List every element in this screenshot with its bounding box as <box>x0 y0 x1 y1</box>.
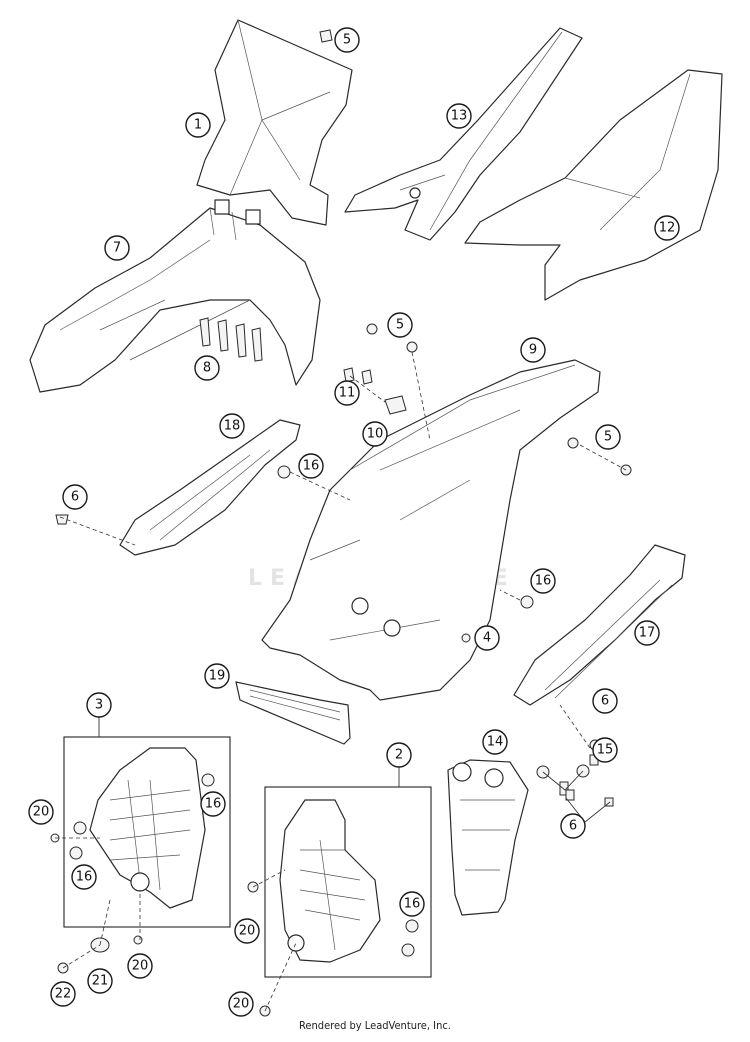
callout-5-top[interactable]: 5 <box>334 27 360 53</box>
callout-3[interactable]: 3 <box>86 692 112 718</box>
part-7-front-fender[interactable] <box>29 199 321 393</box>
svg-text:11: 11 <box>339 386 356 401</box>
callout-16-c[interactable]: 16 <box>200 791 226 817</box>
svg-text:16: 16 <box>205 797 222 812</box>
svg-text:14: 14 <box>487 735 504 750</box>
part-16-grommets[interactable] <box>69 465 534 957</box>
svg-text:5: 5 <box>604 430 612 445</box>
callout-20-c[interactable]: 20 <box>234 918 260 944</box>
svg-text:3: 3 <box>95 698 103 713</box>
svg-text:19: 19 <box>209 669 226 684</box>
svg-text:8: 8 <box>203 361 211 376</box>
callout-18[interactable]: 18 <box>219 413 245 439</box>
callout-5-right[interactable]: 5 <box>595 424 621 450</box>
part-17-side-panel-right[interactable] <box>513 544 686 706</box>
svg-text:16: 16 <box>303 459 320 474</box>
svg-text:20: 20 <box>132 959 149 974</box>
part-15-hardware[interactable] <box>536 764 614 807</box>
part-8-fender-screws[interactable] <box>199 317 263 362</box>
svg-text:22: 22 <box>55 987 72 1002</box>
part-5-screws[interactable] <box>366 323 632 476</box>
part-3-radiator-cover-left[interactable] <box>89 747 206 909</box>
callout-13[interactable]: 13 <box>446 103 472 129</box>
svg-text:16: 16 <box>404 897 421 912</box>
callout-14[interactable]: 14 <box>482 729 508 755</box>
callout-4[interactable]: 4 <box>474 625 500 651</box>
callout-20-b[interactable]: 20 <box>127 953 153 979</box>
callout-20-d[interactable]: 20 <box>228 991 254 1017</box>
svg-text:7: 7 <box>113 241 121 256</box>
callout-5-mid[interactable]: 5 <box>387 312 413 338</box>
svg-text:10: 10 <box>367 427 384 442</box>
svg-text:1: 1 <box>194 118 202 133</box>
callout-16-b[interactable]: 16 <box>530 568 556 594</box>
part-3-frame <box>63 736 231 928</box>
svg-text:5: 5 <box>343 33 351 48</box>
svg-text:16: 16 <box>535 574 552 589</box>
part-18-side-panel-left[interactable] <box>119 419 301 556</box>
leader-lines <box>55 351 627 1012</box>
callout-7[interactable]: 7 <box>104 235 130 261</box>
svg-text:20: 20 <box>33 805 50 820</box>
svg-text:18: 18 <box>224 419 241 434</box>
svg-text:6: 6 <box>601 694 609 709</box>
callout-1[interactable]: 1 <box>185 112 211 138</box>
part-2-frame <box>264 786 432 978</box>
part-19-mud-flap[interactable] <box>235 681 351 745</box>
part-12-side-cover-right[interactable] <box>464 69 723 301</box>
svg-text:6: 6 <box>71 490 79 505</box>
part-2-radiator-cover-right[interactable] <box>279 799 381 963</box>
callout-6-lower[interactable]: 6 <box>560 813 586 839</box>
part-5-screw-top[interactable] <box>319 29 333 43</box>
callout-17[interactable]: 17 <box>634 620 660 646</box>
part-13-side-cover-left[interactable] <box>344 27 583 241</box>
svg-text:20: 20 <box>239 924 256 939</box>
callout-22[interactable]: 22 <box>50 981 76 1007</box>
callout-20-a[interactable]: 20 <box>28 799 54 825</box>
part-9-rear-fender[interactable] <box>261 359 601 701</box>
svg-text:17: 17 <box>639 626 656 641</box>
part-1-number-plate[interactable] <box>196 19 353 226</box>
svg-text:20: 20 <box>233 997 250 1012</box>
callout-8[interactable]: 8 <box>194 355 220 381</box>
part-10-bracket[interactable] <box>384 395 407 415</box>
svg-text:9: 9 <box>529 343 537 358</box>
svg-text:5: 5 <box>396 318 404 333</box>
svg-text:12: 12 <box>659 221 676 236</box>
callout-16-d[interactable]: 16 <box>71 864 97 890</box>
svg-text:15: 15 <box>597 743 614 758</box>
footer-credit: Rendered by LeadVenture, Inc. <box>299 1019 451 1032</box>
callout-15[interactable]: 15 <box>592 737 618 763</box>
svg-text:21: 21 <box>92 974 109 989</box>
callout-16-e[interactable]: 16 <box>399 891 425 917</box>
callout-11[interactable]: 11 <box>334 380 360 406</box>
svg-text:4: 4 <box>483 631 491 646</box>
svg-text:2: 2 <box>395 748 403 763</box>
callout-6-left[interactable]: 6 <box>62 484 88 510</box>
callout-10[interactable]: 10 <box>362 421 388 447</box>
callout-19[interactable]: 19 <box>204 663 230 689</box>
svg-text:6: 6 <box>569 819 577 834</box>
callout-12[interactable]: 12 <box>654 215 680 241</box>
svg-text:16: 16 <box>76 870 93 885</box>
part-11-screws[interactable] <box>343 367 373 385</box>
svg-text:13: 13 <box>451 109 468 124</box>
callout-9[interactable]: 9 <box>520 337 546 363</box>
part-4-nut[interactable] <box>461 633 471 643</box>
callout-2[interactable]: 2 <box>386 742 412 768</box>
callout-16-a[interactable]: 16 <box>298 453 324 479</box>
part-14-mud-guard[interactable] <box>447 759 529 916</box>
callout-6-right[interactable]: 6 <box>592 688 618 714</box>
callout-21[interactable]: 21 <box>87 968 113 994</box>
